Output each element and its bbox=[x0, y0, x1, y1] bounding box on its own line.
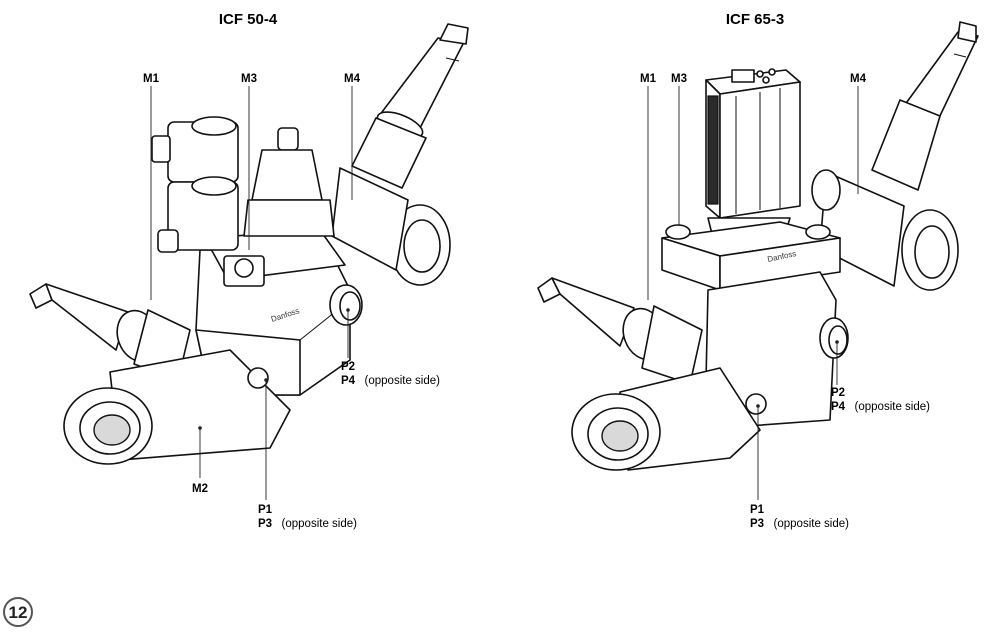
right-upper-cone-valve bbox=[811, 21, 979, 291]
left-label-p3-note: (opposite side) bbox=[282, 518, 358, 530]
left-label-p1: P1 bbox=[258, 504, 273, 516]
left-label-p2: P2 bbox=[341, 361, 355, 373]
left-side-plug-p2 bbox=[329, 284, 363, 326]
left-label-p4-note: (opposite side) bbox=[365, 375, 441, 387]
left-solenoid-coils bbox=[151, 116, 239, 253]
right-label-p3-note: (opposite side) bbox=[774, 518, 850, 530]
right-valve-assembly: Danfoss bbox=[537, 21, 979, 471]
left-inlet-pipe bbox=[63, 349, 291, 465]
left-label-p3: P3 bbox=[258, 518, 272, 530]
figure-number-badge: 12 bbox=[3, 597, 33, 627]
figure-number: 12 bbox=[9, 603, 28, 622]
left-label-m4: M4 bbox=[344, 73, 361, 85]
left-label-m1: M1 bbox=[143, 73, 160, 85]
left-upper-cone-valve bbox=[331, 23, 469, 286]
right-lower-cone-valve bbox=[537, 277, 703, 385]
right-label-p2: P2 bbox=[831, 387, 845, 399]
right-label-m4: M4 bbox=[850, 73, 867, 85]
left-leader-lines bbox=[150, 86, 353, 500]
right-label-p1: P1 bbox=[750, 504, 765, 516]
right-label-p4-note: (opposite side) bbox=[855, 401, 931, 413]
left-label-p3-line: P3 (opposite side) bbox=[258, 514, 357, 531]
right-label-m3: M3 bbox=[671, 73, 687, 85]
right-label-p3: P3 bbox=[750, 518, 764, 530]
left-label-m2: M2 bbox=[192, 483, 208, 495]
right-label-p4: P4 bbox=[831, 401, 846, 413]
right-label-p3-line: P3 (opposite side) bbox=[750, 514, 849, 531]
right-side-plug-p2 bbox=[819, 317, 849, 359]
right-label-m1: M1 bbox=[640, 73, 657, 85]
right-label-p4-line: P4 (opposite side) bbox=[831, 397, 930, 414]
right-valve-body: Danfoss bbox=[661, 221, 841, 427]
left-label-m3: M3 bbox=[241, 73, 257, 85]
left-pilot-bonnet bbox=[223, 127, 335, 287]
right-valve-title: ICF 65-3 bbox=[726, 11, 784, 28]
left-label-p4-line: P4 (opposite side) bbox=[341, 371, 440, 388]
right-leader-lines bbox=[647, 86, 859, 500]
left-valve-assembly: Danfoss bbox=[29, 23, 469, 465]
right-inlet-pipe bbox=[571, 367, 767, 471]
left-label-p4: P4 bbox=[341, 375, 356, 387]
left-valve-title: ICF 50-4 bbox=[219, 11, 278, 28]
